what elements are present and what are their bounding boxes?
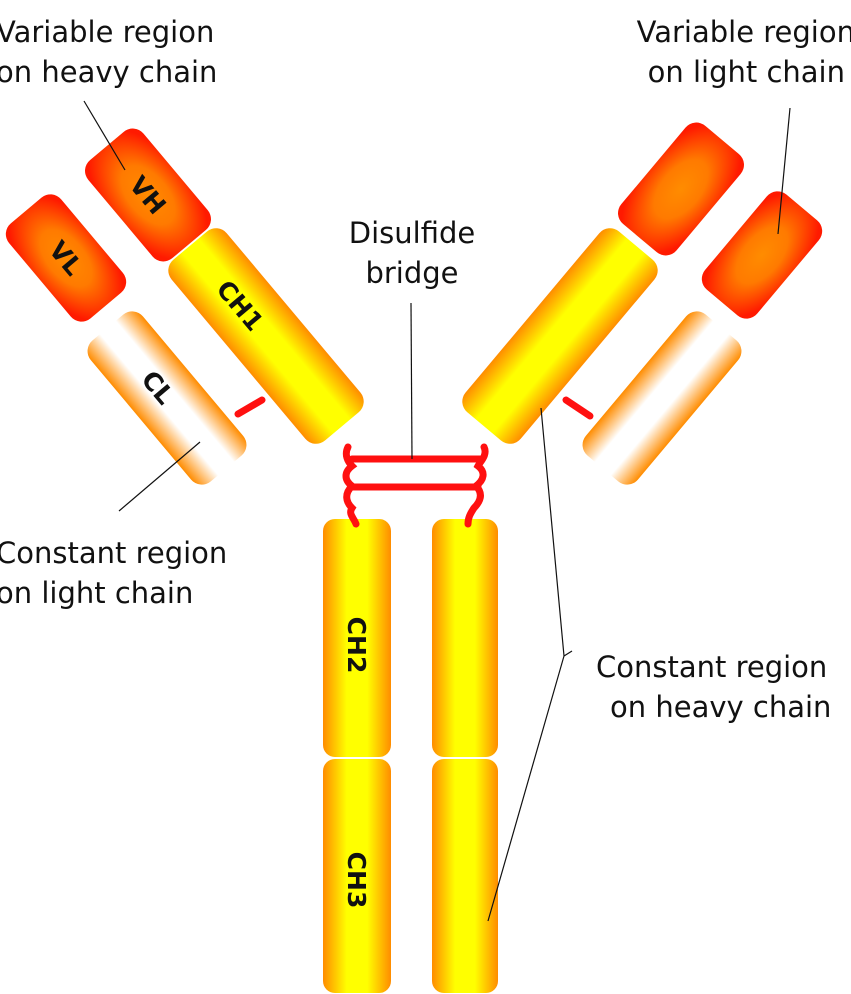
- ch2-domain-right: [432, 519, 498, 757]
- vl-domain-left: [5, 194, 127, 322]
- leader-constant-heavy: [487, 407, 565, 922]
- label-constant-light-line1: Constant region: [0, 536, 227, 570]
- cl-domain-left: [87, 311, 247, 485]
- vh-domain-right: [618, 122, 744, 256]
- label-constant-light-line2: on light chain: [0, 576, 193, 610]
- leader-constant-heavy-tick: [563, 650, 573, 657]
- vl-domain-right: [701, 191, 823, 319]
- fc-region: CH2 CH3: [323, 519, 498, 993]
- label-disulfide-line1: Disulfide: [349, 216, 475, 250]
- leader-variable-heavy: [83, 100, 126, 171]
- label-variable-light-line1: Variable region: [637, 15, 851, 49]
- heavy-light-bond-left: [234, 396, 266, 418]
- label-variable-heavy-line2: on heavy chain: [0, 55, 217, 89]
- ch3-domain-right: [432, 759, 498, 993]
- leader-disulfide: [410, 302, 413, 460]
- ch1-domain-left: [168, 228, 364, 444]
- heavy-light-bond-right: [562, 396, 594, 420]
- leader-lines: [83, 100, 791, 922]
- label-constant-heavy-line2: on heavy chain: [610, 690, 831, 724]
- disulfide-bridges: [342, 443, 489, 528]
- label-variable-light-line2: on light chain: [648, 55, 845, 89]
- leader-variable-light: [777, 107, 791, 235]
- left-fab-arm: VH CH1 VL CL: [5, 128, 364, 485]
- label-constant-heavy-line1: Constant region: [596, 650, 827, 684]
- label-disulfide-line2: bridge: [365, 256, 458, 290]
- ch2-domain-left: [323, 519, 391, 757]
- vh-domain-left: [85, 128, 211, 262]
- right-fab-arm: [462, 122, 823, 485]
- ch1-domain-right: [462, 228, 658, 444]
- ch2-domain-label: CH2: [342, 617, 371, 674]
- labels: Variable region on heavy chain Variable …: [0, 15, 851, 724]
- label-variable-heavy-line1: Variable region: [0, 15, 214, 49]
- cl-domain-right: [582, 311, 742, 485]
- ch3-domain-left: [323, 759, 391, 993]
- leader-constant-light: [118, 441, 201, 512]
- ch3-domain-label: CH3: [342, 852, 371, 909]
